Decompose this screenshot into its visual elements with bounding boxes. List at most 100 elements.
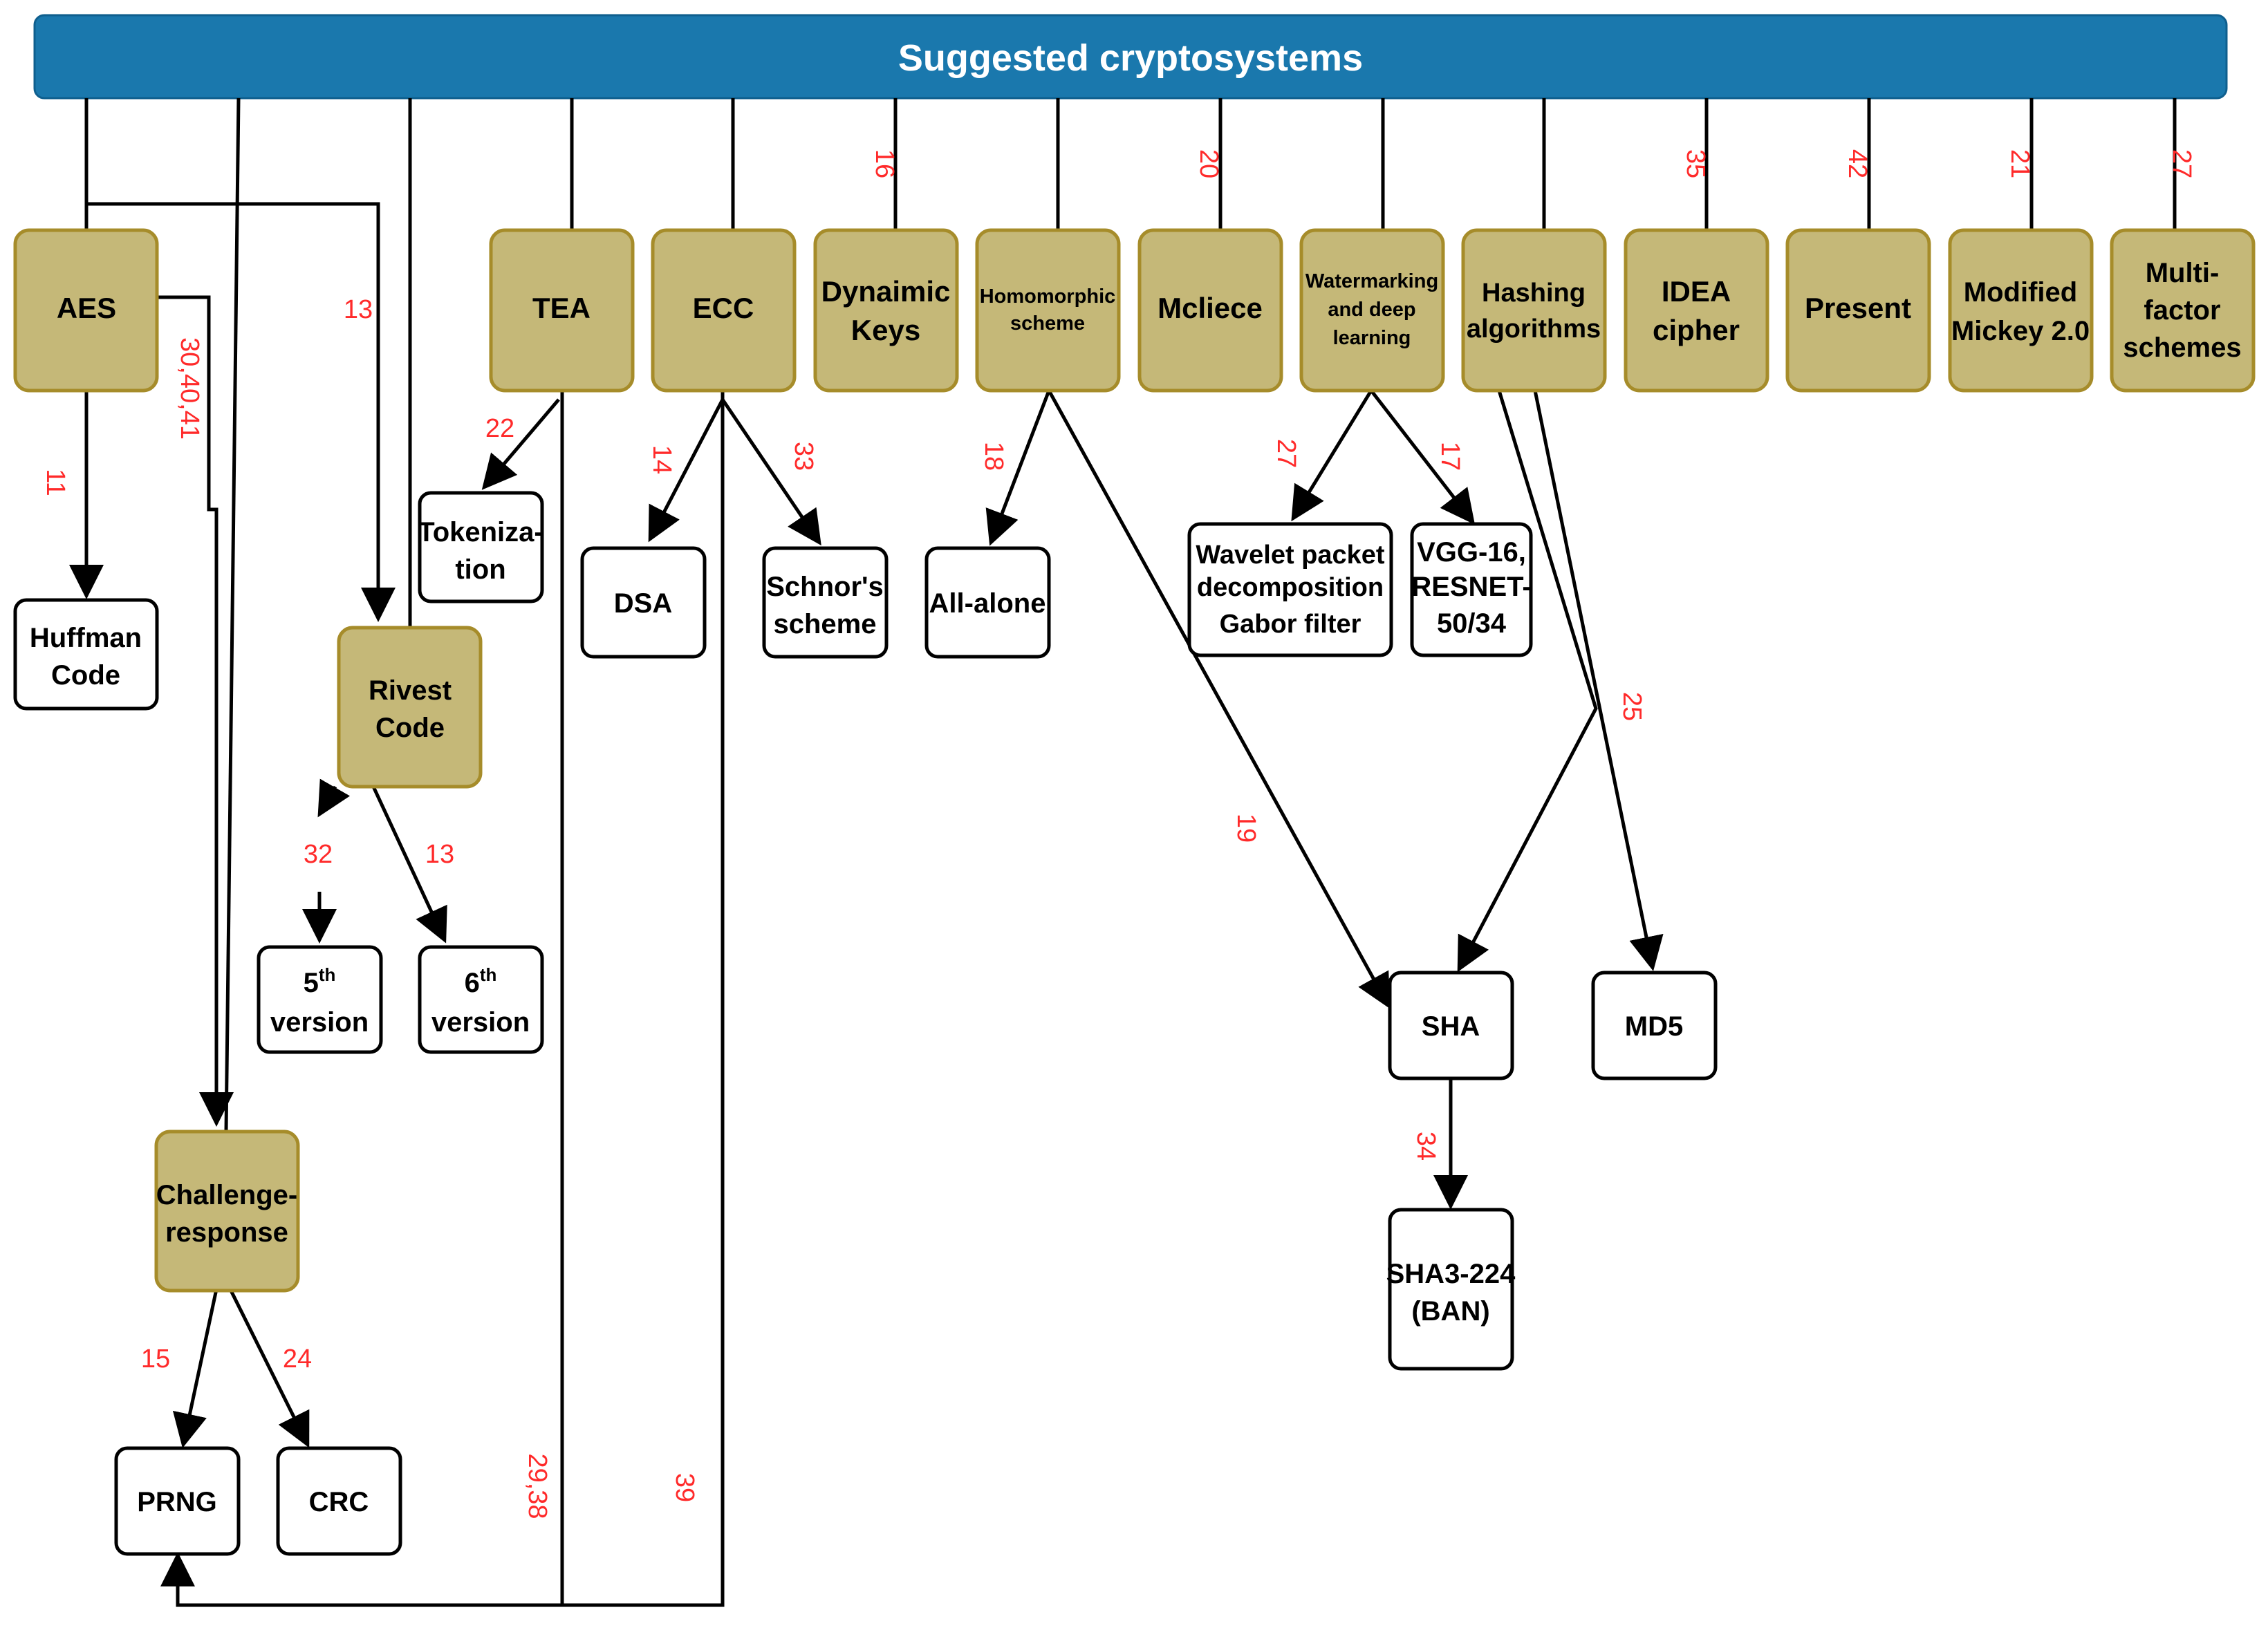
- edge-challenge-crc: [228, 1288, 310, 1448]
- edge-homomorphic-sha: [1047, 389, 1391, 1009]
- svg-text:RESNET-: RESNET-: [1411, 572, 1531, 602]
- svg-text:Rivest: Rivest: [369, 675, 452, 706]
- svg-text:response: response: [165, 1217, 288, 1248]
- svg-text:version: version: [431, 1007, 530, 1038]
- svg-text:ECC: ECC: [693, 292, 754, 324]
- node-aes[interactable]: AES: [13, 228, 159, 393]
- label-sha-sha3: 34: [1411, 1132, 1440, 1161]
- node-challenge-response[interactable]: Challenge- response: [154, 1130, 300, 1293]
- svg-text:Watermarking: Watermarking: [1305, 270, 1438, 292]
- node-rivest-code[interactable]: Rivest Code: [337, 626, 483, 789]
- svg-text:SHA: SHA: [1422, 1011, 1480, 1042]
- label-present: 42: [1843, 149, 1872, 178]
- label-multifactor: 27: [2167, 149, 2196, 178]
- svg-text:Present: Present: [1805, 292, 1911, 324]
- svg-text:Keys: Keys: [851, 314, 920, 346]
- label-homomorphic-sha: 19: [1231, 814, 1261, 843]
- node-sha3-224[interactable]: SHA3-224 (BAN): [1386, 1208, 1516, 1371]
- label-tea-prng: 29,38: [523, 1453, 552, 1519]
- title-bar: [33, 14, 2228, 100]
- edge-ecc-dsa: [648, 398, 725, 543]
- edge-hashing-md5: [1533, 390, 1664, 971]
- label-mcliece: 20: [1194, 149, 1223, 178]
- svg-text:PRNG: PRNG: [137, 1487, 217, 1517]
- edge-rivest-v6: [371, 785, 447, 944]
- svg-text:CRC: CRC: [309, 1487, 369, 1517]
- edge-aes-challenge: [157, 295, 234, 1127]
- title-connectors: [84, 97, 2177, 1132]
- node-multi-factor[interactable]: Multi- factor schemes: [2110, 228, 2256, 393]
- label-tea-tokenization: 22: [485, 414, 514, 443]
- node-tea[interactable]: TEA: [489, 228, 635, 393]
- node-present[interactable]: Present: [1785, 228, 1931, 393]
- svg-text:scheme: scheme: [774, 609, 877, 639]
- secondary-nodes: Huffman Code Tokeniza- tion DSA Schnor's…: [13, 491, 1718, 1556]
- edge-watermarking-vgg: [1370, 389, 1476, 525]
- node-wavelet[interactable]: Wavelet packet decomposition Gabor filte…: [1187, 522, 1393, 657]
- node-crc[interactable]: CRC: [276, 1446, 402, 1556]
- node-watermarking[interactable]: Watermarking and deep learning: [1299, 228, 1445, 393]
- edge-homomorphic-allalone: [985, 390, 1051, 546]
- label-idea: 35: [1681, 149, 1710, 178]
- svg-text:Mickey 2.0: Mickey 2.0: [1951, 316, 2090, 346]
- svg-text:5th: 5th: [304, 964, 336, 998]
- label-challenge-crc: 24: [283, 1345, 312, 1374]
- node-dsa[interactable]: DSA: [580, 546, 707, 659]
- node-5th-version[interactable]: 5th version: [257, 945, 383, 1054]
- svg-text:Huffman: Huffman: [30, 623, 142, 653]
- svg-text:Modified: Modified: [1964, 277, 2077, 308]
- node-homomorphic-scheme[interactable]: Homomorphic scheme: [975, 228, 1121, 393]
- svg-text:DSA: DSA: [614, 588, 672, 619]
- edge-hashing-sha: [1457, 390, 1598, 973]
- node-6th-version[interactable]: 6th version: [418, 945, 544, 1054]
- node-huffman-code[interactable]: Huffman Code: [13, 598, 159, 711]
- label-watermarking-vgg: 17: [1435, 442, 1465, 471]
- edge-rivest-v5-a: [317, 778, 351, 818]
- label-challenge-prng: 15: [141, 1345, 170, 1374]
- edge-labels: 16 20 35 42 21 27 13 30,40,41 11 22 14 3…: [41, 149, 2196, 1519]
- label-ecc-schnor: 33: [789, 442, 818, 471]
- svg-text:Schnor's: Schnor's: [766, 572, 884, 602]
- label-ecc-dsa: 14: [647, 445, 676, 474]
- svg-text:(BAN): (BAN): [1411, 1296, 1489, 1327]
- svg-text:Code: Code: [51, 660, 120, 691]
- svg-text:Challenge-: Challenge-: [156, 1180, 297, 1210]
- svg-text:All-alone: All-alone: [929, 588, 1046, 619]
- edge-aes-rivest: [86, 202, 396, 622]
- label-hashing-md5: 25: [1617, 692, 1646, 721]
- primary-nodes: AES Rivest Code Challenge- response TEA …: [13, 228, 2256, 1293]
- node-idea-cipher[interactable]: IDEA cipher: [1624, 228, 1769, 393]
- svg-text:50/34: 50/34: [1437, 608, 1507, 639]
- node-schnors-scheme[interactable]: Schnor's scheme: [762, 546, 889, 659]
- node-hashing-algorithms[interactable]: Hashing algorithms: [1461, 228, 1607, 393]
- node-mcliece[interactable]: Mcliece: [1137, 228, 1283, 393]
- label-aes-challenge: 30,40,41: [175, 337, 204, 440]
- svg-text:schemes: schemes: [2123, 332, 2241, 363]
- node-ecc[interactable]: ECC: [651, 228, 797, 393]
- svg-text:TEA: TEA: [532, 292, 591, 324]
- label-homomorphic-allalone: 18: [979, 442, 1008, 471]
- node-vgg[interactable]: VGG-16, RESNET- 50/34: [1410, 522, 1533, 657]
- svg-text:VGG-16,: VGG-16,: [1417, 537, 1526, 568]
- svg-text:Code: Code: [375, 713, 445, 743]
- svg-text:Wavelet packet: Wavelet packet: [1196, 541, 1385, 570]
- svg-text:factor: factor: [2144, 295, 2220, 326]
- svg-text:MD5: MD5: [1625, 1011, 1683, 1042]
- node-md5[interactable]: MD5: [1591, 971, 1718, 1080]
- node-sha[interactable]: SHA: [1388, 971, 1514, 1080]
- svg-text:learning: learning: [1333, 327, 1411, 349]
- svg-text:and deep: and deep: [1328, 299, 1415, 321]
- edge-watermarking-wavelet: [1291, 389, 1373, 522]
- svg-text:Gabor filter: Gabor filter: [1220, 610, 1361, 639]
- node-modified-mickey[interactable]: Modified Mickey 2.0: [1948, 228, 2094, 393]
- label-mickey: 21: [2005, 149, 2034, 178]
- label-ecc-prng: 39: [670, 1473, 699, 1502]
- node-all-alone[interactable]: All-alone: [924, 546, 1051, 659]
- node-dynamic-keys[interactable]: Dynaimic Keys: [813, 228, 959, 393]
- node-prng[interactable]: PRNG: [114, 1446, 241, 1556]
- node-tokenization[interactable]: Tokeniza- tion: [418, 491, 544, 603]
- svg-text:AES: AES: [57, 292, 116, 324]
- svg-text:Tokeniza-: Tokeniza-: [418, 517, 543, 547]
- svg-text:scheme: scheme: [1010, 312, 1085, 335]
- diagram-title: Suggested cryptosystems: [898, 37, 1363, 79]
